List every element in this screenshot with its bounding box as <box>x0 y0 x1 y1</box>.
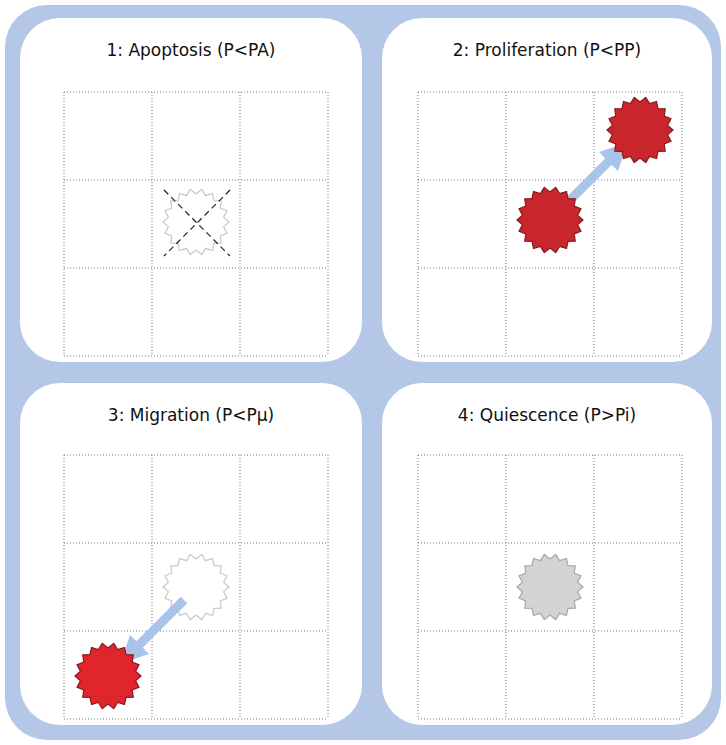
outer-frame <box>5 5 721 740</box>
grid-line <box>594 92 595 356</box>
grid-line <box>64 455 328 456</box>
process-panel: 2: Proliferation (P<PP) <box>382 18 712 362</box>
process-panel: 1: Apoptosis (P<PA) <box>20 18 362 362</box>
grid-line <box>240 455 241 719</box>
grid-line <box>64 719 328 720</box>
daughter-cell <box>607 98 673 163</box>
grid-line <box>328 455 329 719</box>
quiescent-cell <box>517 555 583 620</box>
grid-line <box>64 92 328 93</box>
grid-line <box>240 92 241 356</box>
grid-line <box>418 268 682 269</box>
grid-line <box>64 92 65 356</box>
grid-line <box>64 356 328 357</box>
process-panel: 3: Migration (P<Pμ) <box>20 383 362 725</box>
panel-title: 1: Apoptosis (P<PA) <box>20 40 362 60</box>
grid-line <box>64 631 328 632</box>
grid-line <box>594 455 595 719</box>
panel-title: 4: Quiescence (P>Pi) <box>382 405 712 425</box>
grid-line <box>682 92 683 356</box>
panel-title: 2: Proliferation (P<PP) <box>382 40 712 60</box>
grid-line <box>418 455 419 719</box>
grid-line <box>418 92 682 93</box>
panel-ground <box>20 18 362 362</box>
grid-line <box>418 719 682 720</box>
migrated-cell <box>75 644 141 709</box>
grid-line <box>418 455 682 456</box>
grid-line <box>328 92 329 356</box>
grid-line <box>682 455 683 719</box>
panel-ground <box>20 383 362 725</box>
grid-line <box>64 543 328 544</box>
grid-line <box>506 92 507 356</box>
panel-ground <box>382 383 712 725</box>
grid-line <box>64 180 328 181</box>
grid-line <box>64 268 328 269</box>
grid-line <box>152 455 153 719</box>
cross-mark <box>164 190 230 256</box>
grid-line <box>418 543 682 544</box>
migration-arrow <box>130 600 184 654</box>
process-panel: 4: Quiescence (P>Pi) <box>382 383 712 725</box>
cross-mark <box>164 190 230 256</box>
grid-line <box>418 356 682 357</box>
panel-ground <box>382 18 712 362</box>
grid-line <box>418 92 419 356</box>
grid-line <box>418 631 682 632</box>
grid-line <box>506 455 507 719</box>
grid-line <box>418 180 682 181</box>
grid-line <box>152 92 153 356</box>
grid-line <box>64 455 65 719</box>
tumour-cell <box>517 188 583 253</box>
panel-title: 3: Migration (P<Pμ) <box>20 405 362 425</box>
